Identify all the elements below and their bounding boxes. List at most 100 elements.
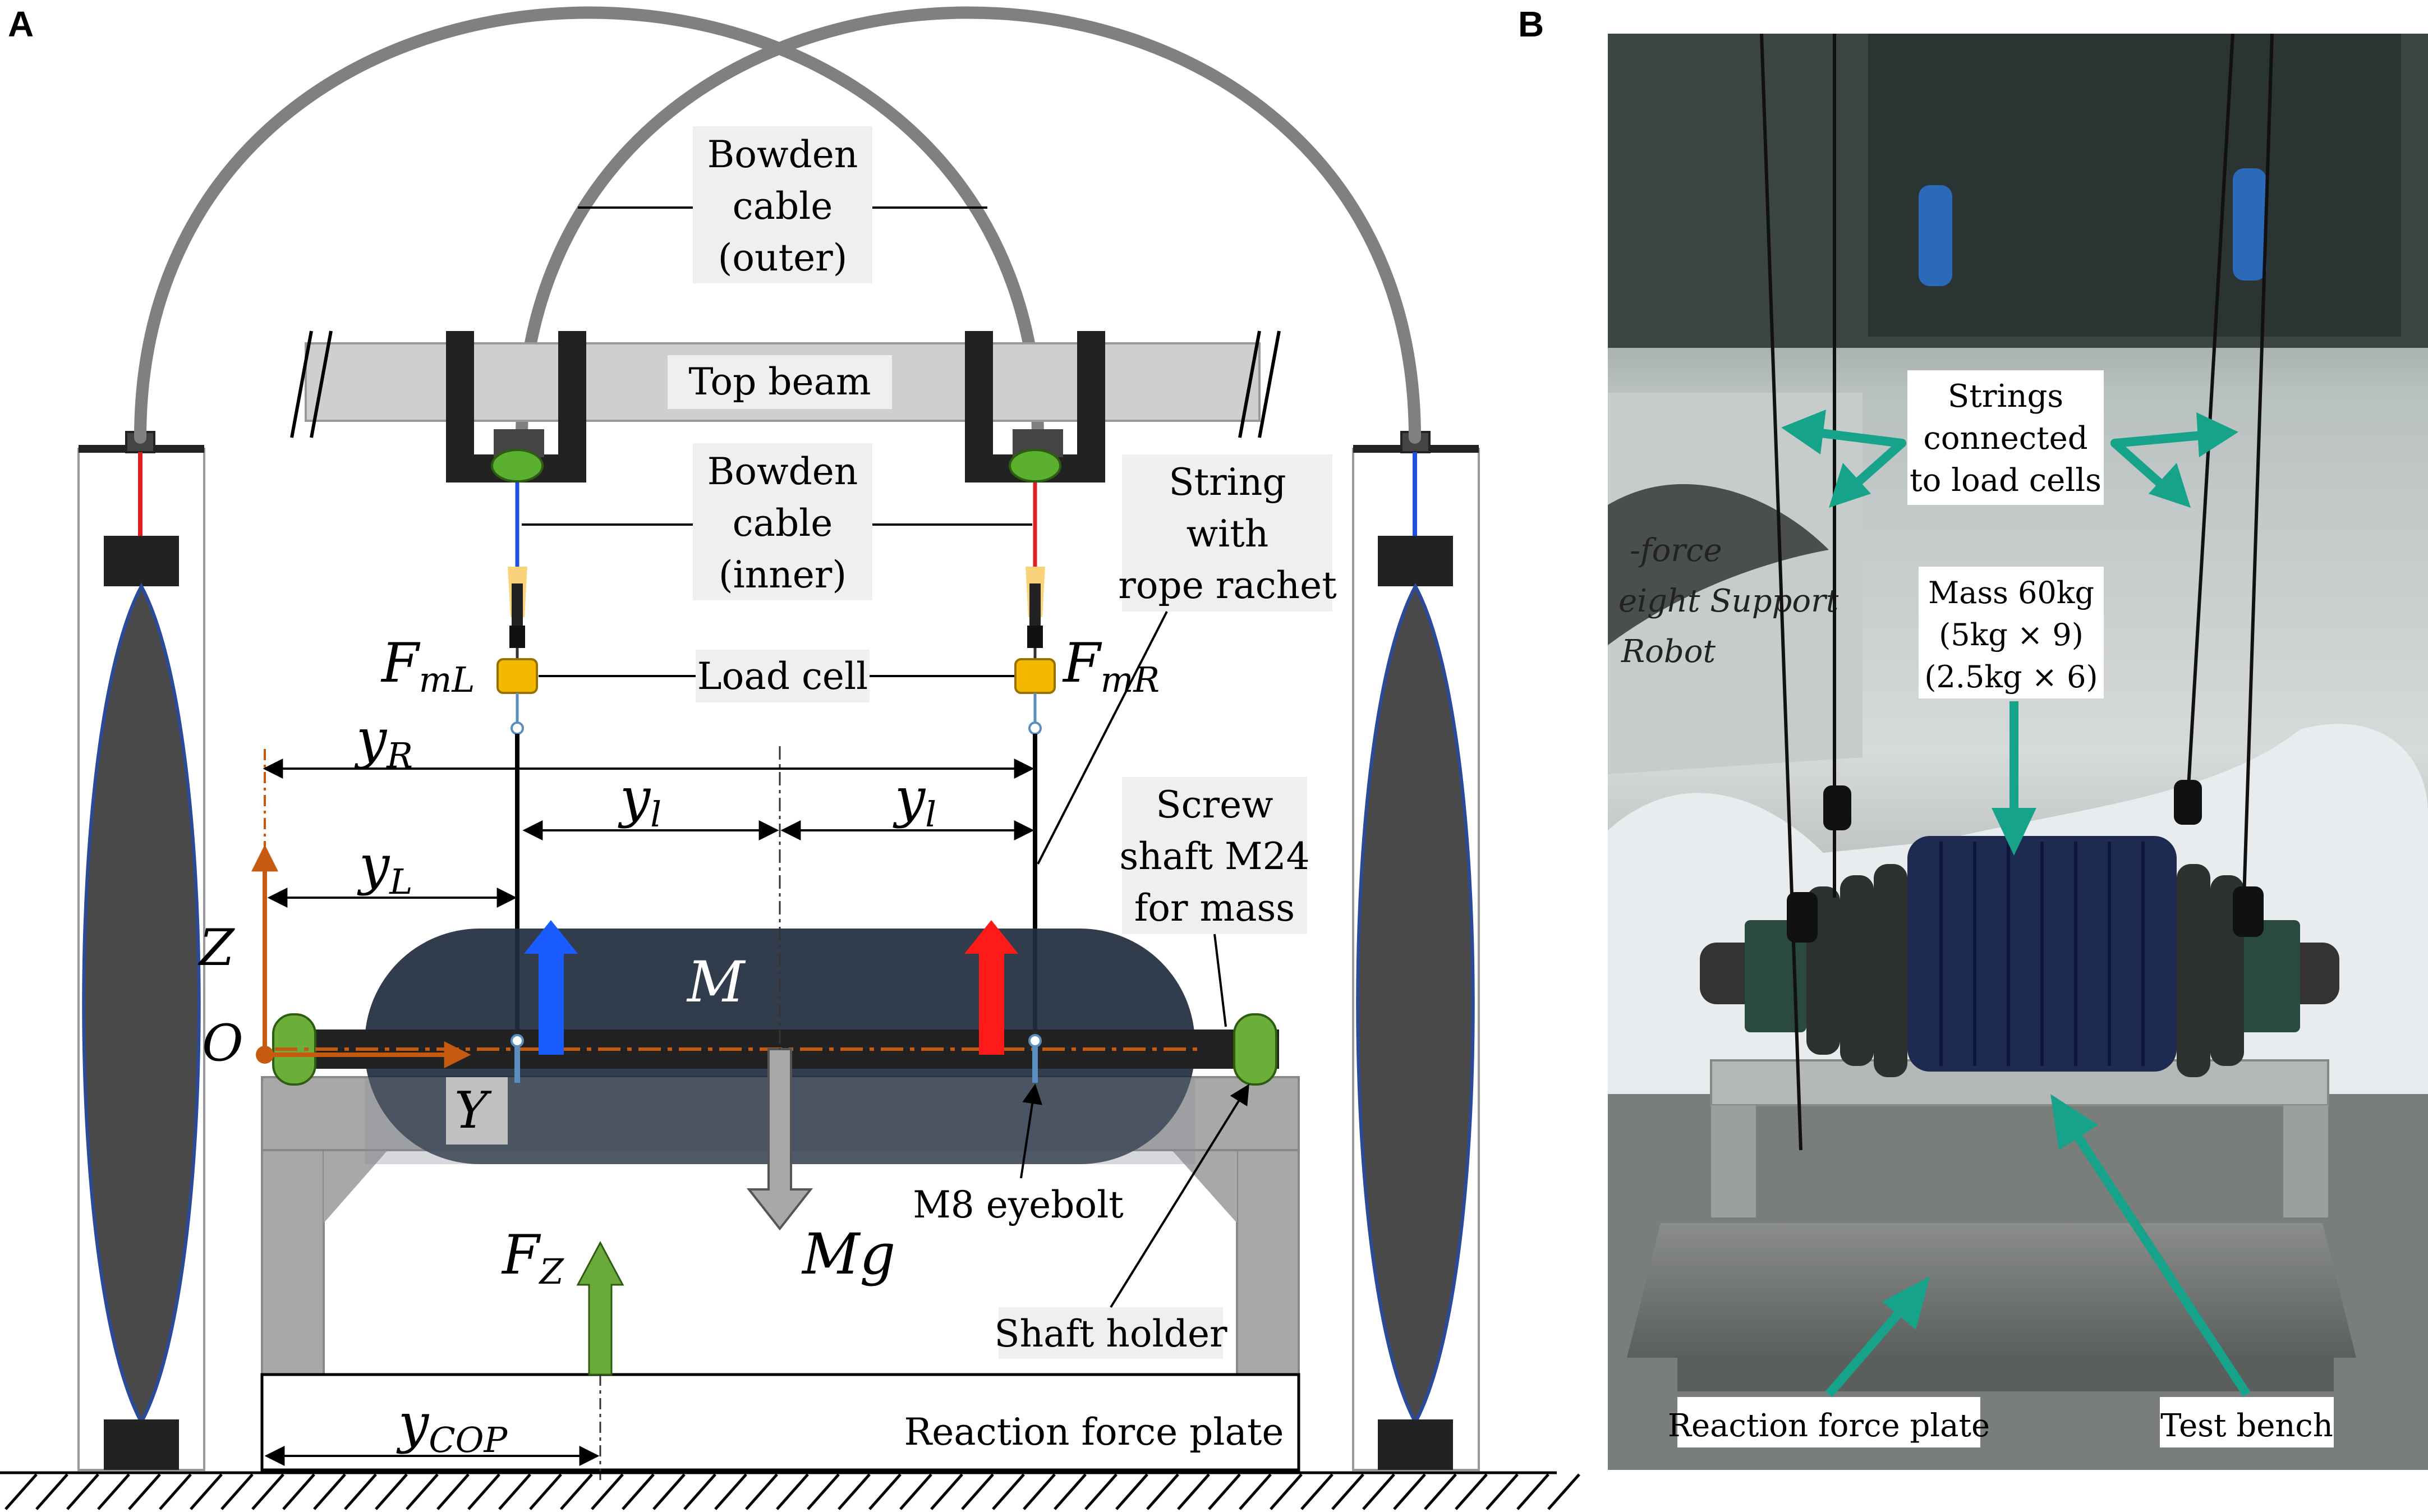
ground-hatch-line	[622, 1473, 655, 1510]
bowden-outer-label-3: (outer)	[718, 236, 848, 279]
mass-label: M	[686, 949, 746, 1015]
ground-hatch-line	[961, 1473, 994, 1510]
ground-hatch-line	[992, 1473, 1025, 1510]
axis-z-label: Z	[197, 918, 235, 977]
ground-hatch-line	[282, 1473, 315, 1510]
bowden-outer-label-1: Bowden	[707, 133, 858, 176]
yl-left-label: yl	[618, 766, 661, 835]
ground-hatch-line	[498, 1473, 531, 1510]
left-inner-cable	[496, 482, 538, 735]
yL-label: yL	[357, 834, 412, 902]
ground-hatch-line	[128, 1473, 161, 1510]
ground-hatch-line	[683, 1473, 716, 1510]
bowden-inner-label-1: Bowden	[707, 450, 858, 493]
photo-panel-b: -force eight Support Robot	[1608, 33, 2428, 1470]
ground-hatch-line	[467, 1473, 500, 1510]
ground-hatch-line	[899, 1473, 932, 1510]
top-beam-label: Top beam	[688, 360, 871, 403]
photo-mass-label-3: (2.5kg × 6)	[1924, 659, 2098, 695]
photo-strings	[1760, 33, 2274, 1151]
panel-label-b: B	[1518, 4, 1544, 44]
yl-right-label: yl	[893, 766, 936, 835]
ground-hatch-line	[97, 1473, 130, 1510]
ground-hatch-line	[1455, 1473, 1488, 1510]
ground-hatch-line	[375, 1473, 408, 1510]
ground-hatch-line	[529, 1473, 562, 1510]
panel-label-a: A	[8, 4, 34, 44]
dimension-lines	[263, 759, 1034, 1466]
photo-strings-label-2: connected	[1923, 420, 2087, 457]
photo-strings-label-box	[1907, 370, 2104, 505]
plate-teal-arrow	[1825, 1276, 1930, 1398]
right-shaft-holder	[1233, 1013, 1277, 1086]
screw-label-2: shaft M24	[1119, 835, 1309, 878]
ground-hatch-line	[344, 1473, 377, 1510]
diagram-panel-a: Top beam	[0, 6, 1580, 1510]
right-load-cell	[1014, 658, 1056, 694]
ground-hatch-line	[4, 1473, 38, 1510]
ground-hatch-line	[1424, 1473, 1457, 1510]
banner-text-2: eight Support	[1618, 583, 1839, 619]
eyebolt-label: M8 eyebolt	[913, 1183, 1124, 1226]
ground-hatch-line	[251, 1473, 284, 1510]
bowden-outer-label-2: cable	[733, 185, 833, 228]
ground-hatch-line	[406, 1473, 439, 1510]
top-beam: Top beam	[290, 330, 1281, 438]
ground-hatch-line	[591, 1473, 624, 1510]
axis-o-label: O	[202, 1014, 243, 1073]
ground-hatch-line	[1177, 1473, 1210, 1510]
ground-hatch-line	[1115, 1473, 1148, 1510]
ground-hatch-line	[807, 1473, 840, 1510]
bowden-inner-label-2: cable	[733, 502, 833, 545]
photo-bench-label: Test bench	[2160, 1408, 2333, 1444]
ground-hatch-line	[1331, 1473, 1364, 1510]
photo-plate-label: Reaction force plate	[1668, 1408, 1990, 1444]
left-frame	[77, 431, 205, 1471]
right-bracket	[965, 331, 1105, 482]
screw-label-1: Screw	[1156, 783, 1273, 826]
left-force-arrow	[524, 920, 578, 1055]
right-force-arrow	[964, 920, 1018, 1055]
photo-mass-label-2: (5kg × 9)	[1939, 617, 2084, 652]
fmr-label: FmR	[1062, 632, 1160, 700]
ground-hatch-line	[930, 1473, 963, 1510]
ground-hatch-line	[1023, 1473, 1056, 1510]
string-label-2: with	[1187, 512, 1269, 555]
load-cell-label: Load cell	[697, 655, 868, 698]
gravity-arrow	[746, 1048, 813, 1231]
ground-hatch-line	[868, 1473, 902, 1510]
ground-hatch-line	[190, 1473, 223, 1510]
ground-hatch-line	[560, 1473, 593, 1510]
left-load-cell	[496, 658, 538, 694]
ground-hatch-line	[1146, 1473, 1179, 1510]
fz-arrow	[576, 1240, 624, 1376]
reaction-force-plate-label: Reaction force plate	[904, 1410, 1284, 1454]
axis-y-label: Y	[454, 1081, 492, 1140]
ground-hatch-line	[1362, 1473, 1395, 1510]
ground-hatch-line	[220, 1473, 254, 1510]
string-label-1: String	[1169, 461, 1286, 504]
mg-label: Mg	[801, 1221, 895, 1287]
ground-hatch-line	[838, 1473, 871, 1510]
banner-text-3: Robot	[1621, 633, 1716, 670]
ground-hatch-line	[1208, 1473, 1241, 1510]
ground-hatch-line	[1239, 1473, 1272, 1510]
bench-teal-arrow	[2050, 1094, 2251, 1397]
ground-hatch-line	[436, 1473, 470, 1510]
ground-hatch-line	[35, 1473, 68, 1510]
left-bracket	[446, 331, 586, 482]
bowden-outer-cables	[134, 6, 1421, 444]
ground	[0, 1471, 1580, 1510]
photo-reaction-force-plate	[1627, 1223, 2356, 1358]
bowden-inner-label-3: (inner)	[719, 553, 847, 596]
ground-hatch-line	[1486, 1473, 1519, 1510]
top-beam-label-box	[668, 355, 892, 409]
photo-strings-label-3: to load cells	[1910, 462, 2101, 499]
ycop-label: yCOP	[396, 1392, 508, 1460]
fz-label: FZ	[501, 1224, 564, 1292]
left-spring	[82, 582, 201, 1426]
ground-hatch-line	[1300, 1473, 1333, 1510]
right-spring	[1356, 582, 1475, 1426]
ground-hatch-line	[745, 1473, 778, 1510]
mass-teal-arrow	[1992, 701, 2036, 856]
